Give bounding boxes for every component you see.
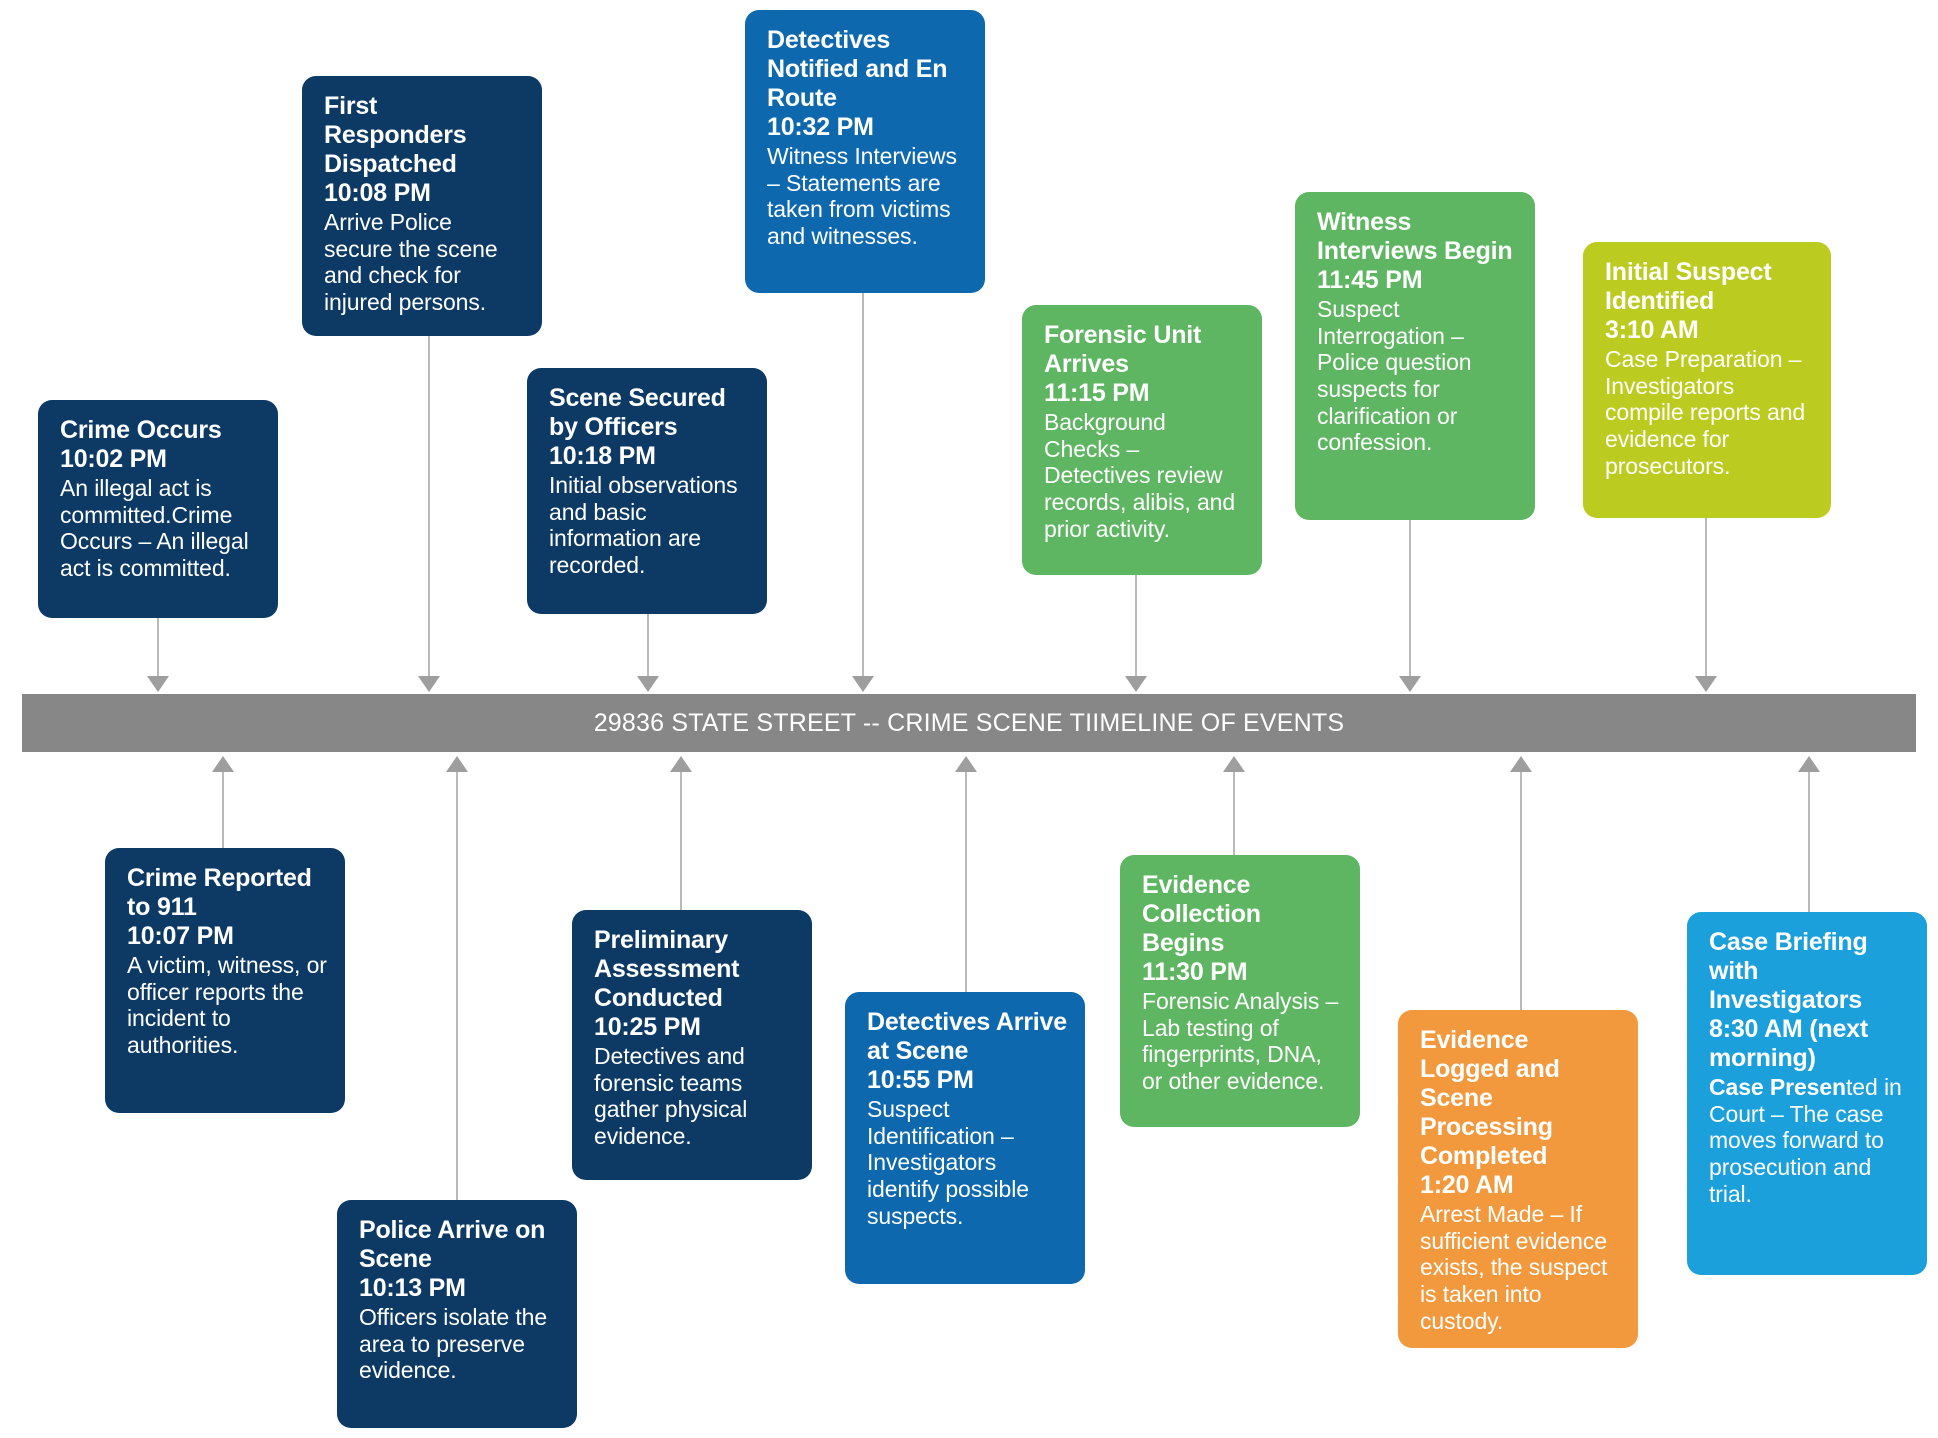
connector-detectives-notified-en-route bbox=[862, 293, 864, 690]
event-title: Crime Reported to 911 bbox=[127, 864, 312, 921]
event-description: Suspect Identification – Investigators i… bbox=[867, 1096, 1029, 1229]
connector-initial-suspect-identified bbox=[1705, 518, 1707, 690]
event-time: 10:32 PM bbox=[767, 113, 874, 141]
event-title: Forensic Unit Arrives bbox=[1044, 321, 1202, 378]
connector-first-responders-dispatched bbox=[428, 335, 430, 690]
event-description: Forensic Analysis – Lab testing of finge… bbox=[1142, 988, 1339, 1095]
event-description: Initial observations and basic informati… bbox=[549, 472, 738, 579]
event-title: Detectives Notified and En Route bbox=[767, 26, 948, 112]
event-card-scene-secured-by-officers[interactable]: Scene Secured by Officers 10:18 PM Initi… bbox=[527, 368, 767, 614]
arrowhead-detectives-notified-en-route bbox=[852, 676, 874, 692]
connector-evidence-logged bbox=[1520, 770, 1522, 1010]
event-card-evidence-collection-begins[interactable]: Evidence Collection Begins 11:30 PM Fore… bbox=[1120, 855, 1360, 1127]
arrowhead-first-responders-dispatched bbox=[418, 676, 440, 692]
arrowhead-scene-secured-by-officers bbox=[637, 676, 659, 692]
event-card-preliminary-assessment-conducted[interactable]: Preliminary Assessment Conducted 10:25 P… bbox=[572, 910, 812, 1180]
event-card-first-responders-dispatched[interactable]: First Responders Dispatched 10:08 PM Arr… bbox=[302, 76, 542, 336]
arrowhead-crime-occurs bbox=[147, 676, 169, 692]
arrowhead-preliminary-assessment-conducted bbox=[670, 756, 692, 772]
event-card-forensic-unit-arrives[interactable]: Forensic Unit Arrives 11:15 PM Backgroun… bbox=[1022, 305, 1262, 575]
arrowhead-forensic-unit-arrives bbox=[1125, 676, 1147, 692]
event-card-detectives-notified-en-route[interactable]: Detectives Notified and En Route 10:32 P… bbox=[745, 10, 985, 293]
event-description: Case Presented in Court – The case moves… bbox=[1709, 1074, 1909, 1207]
arrowhead-witness-interviews-begin bbox=[1399, 676, 1421, 692]
event-time: 11:30 PM bbox=[1142, 958, 1248, 986]
arrowhead-case-briefing bbox=[1798, 756, 1820, 772]
event-card-evidence-logged-scene-processing-completed[interactable]: Evidence Logged and Scene Processing Com… bbox=[1398, 1010, 1638, 1348]
event-time: 10:25 PM bbox=[594, 1013, 701, 1041]
event-description: An illegal act is committed.Crime Occurs… bbox=[60, 475, 249, 582]
event-description: A victim, witness, or officer reports th… bbox=[127, 952, 327, 1059]
event-description-rest: ted in Court – The case moves forward to… bbox=[1709, 1074, 1902, 1207]
connector-police-arrive-on-scene bbox=[456, 770, 458, 1200]
event-card-witness-interviews-begin[interactable]: Witness Interviews Begin 11:45 PM Suspec… bbox=[1295, 192, 1535, 520]
event-time: 11:15 PM bbox=[1044, 379, 1150, 407]
connector-scene-secured-by-officers bbox=[647, 613, 649, 690]
connector-preliminary-assessment-conducted bbox=[680, 770, 682, 910]
event-title: Evidence Logged and Scene Processing Com… bbox=[1420, 1026, 1560, 1170]
event-description: Arrive Police secure the scene and check… bbox=[324, 209, 498, 316]
event-description: Detectives and forensic teams gather phy… bbox=[594, 1043, 748, 1150]
event-description: Suspect Interrogation – Police question … bbox=[1317, 296, 1472, 456]
event-time: 10:13 PM bbox=[359, 1274, 466, 1302]
arrowhead-evidence-logged bbox=[1510, 756, 1532, 772]
event-title: Detectives Arrive at Scene bbox=[867, 1008, 1067, 1065]
event-title: Witness Interviews Begin bbox=[1317, 208, 1513, 265]
arrowhead-evidence-collection-begins bbox=[1223, 756, 1245, 772]
event-time: 11:45 PM bbox=[1317, 266, 1423, 294]
connector-forensic-unit-arrives bbox=[1135, 575, 1137, 690]
event-description-bold: Case Presen bbox=[1709, 1074, 1846, 1100]
event-title: Initial Suspect Identified bbox=[1605, 258, 1772, 315]
timeline-bar: 29836 STATE STREET -- CRIME SCENE TIIMEL… bbox=[22, 694, 1916, 752]
connector-evidence-collection-begins bbox=[1233, 770, 1235, 855]
event-card-police-arrive-on-scene[interactable]: Police Arrive on Scene 10:13 PM Officers… bbox=[337, 1200, 577, 1428]
event-card-crime-reported-to-911[interactable]: Crime Reported to 911 10:07 PM A victim,… bbox=[105, 848, 345, 1113]
event-card-case-briefing-with-investigators[interactable]: Case Briefing with Investigators 8:30 AM… bbox=[1687, 912, 1927, 1275]
connector-witness-interviews-begin bbox=[1409, 520, 1411, 690]
arrowhead-crime-reported-to-911 bbox=[212, 756, 234, 772]
event-description: Case Preparation – Investigators compile… bbox=[1605, 346, 1806, 479]
event-card-crime-occurs[interactable]: Crime Occurs 10:02 PM An illegal act is … bbox=[38, 400, 278, 618]
connector-case-briefing bbox=[1808, 770, 1810, 912]
event-title: Preliminary Assessment Conducted bbox=[594, 926, 740, 1012]
event-description: Officers isolate the area to preserve ev… bbox=[359, 1304, 548, 1384]
event-description: Witness Interviews – Statements are take… bbox=[767, 143, 957, 250]
event-title: Crime Occurs bbox=[60, 416, 222, 444]
event-time: 3:10 AM bbox=[1605, 316, 1699, 344]
connector-crime-occurs bbox=[157, 617, 159, 690]
event-time: 1:20 AM bbox=[1420, 1171, 1514, 1199]
arrowhead-detectives-arrive-at-scene bbox=[955, 756, 977, 772]
event-title: Police Arrive on Scene bbox=[359, 1216, 546, 1273]
event-title: Scene Secured by Officers bbox=[549, 384, 726, 441]
event-title: Evidence Collection Begins bbox=[1142, 871, 1261, 957]
connector-detectives-arrive-at-scene bbox=[965, 770, 967, 992]
event-time: 10:55 PM bbox=[867, 1066, 974, 1094]
event-card-initial-suspect-identified[interactable]: Initial Suspect Identified 3:10 AM Case … bbox=[1583, 242, 1831, 518]
event-time: 8:30 AM (next morning) bbox=[1709, 1015, 1869, 1072]
timeline-bar-label: 29836 STATE STREET -- CRIME SCENE TIIMEL… bbox=[593, 708, 1345, 737]
arrowhead-police-arrive-on-scene bbox=[446, 756, 468, 772]
event-time: 10:08 PM bbox=[324, 179, 431, 207]
event-time: 10:02 PM bbox=[60, 445, 167, 473]
event-title: First Responders Dispatched bbox=[324, 92, 467, 178]
event-description: Background Checks – Detectives review re… bbox=[1044, 409, 1236, 542]
event-card-detectives-arrive-at-scene[interactable]: Detectives Arrive at Scene 10:55 PM Susp… bbox=[845, 992, 1085, 1284]
arrowhead-initial-suspect-identified bbox=[1695, 676, 1717, 692]
event-title: Case Briefing with Investigators bbox=[1709, 928, 1868, 1014]
event-time: 10:18 PM bbox=[549, 442, 656, 470]
connector-crime-reported-to-911 bbox=[222, 770, 224, 848]
event-description: Arrest Made – If sufficient evidence exi… bbox=[1420, 1201, 1608, 1334]
event-time: 10:07 PM bbox=[127, 922, 234, 950]
